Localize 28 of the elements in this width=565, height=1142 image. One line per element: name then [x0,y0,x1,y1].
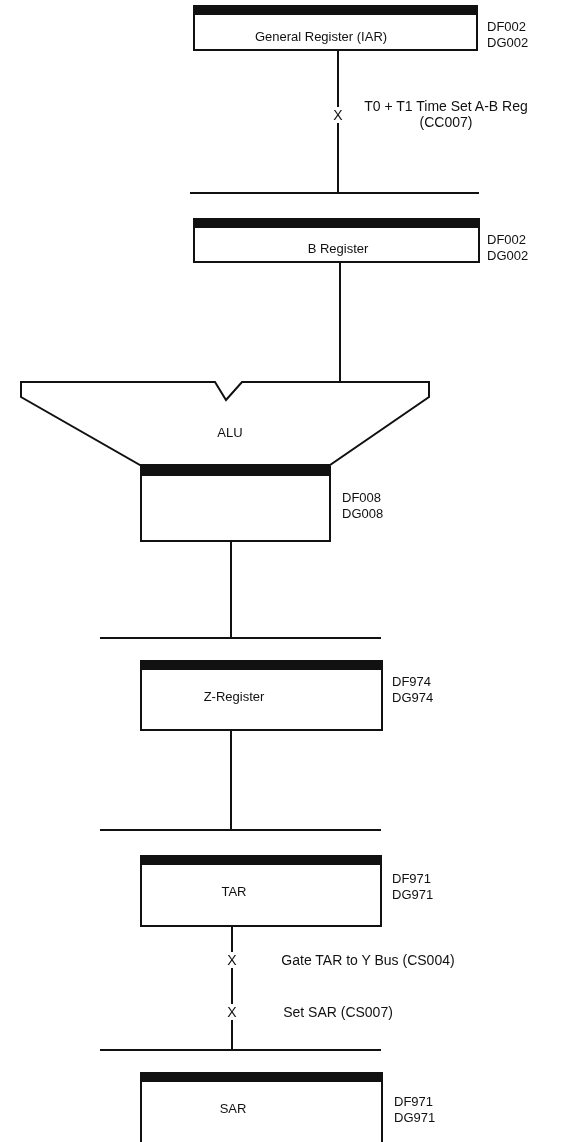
connector-line [337,122,339,193]
bus-line [100,829,381,831]
bus-line [100,637,381,639]
connector-line [230,730,232,830]
alu-shape [20,381,430,466]
connector-line [339,262,341,382]
page-reference: DF002 DG002 [487,19,530,51]
page-reference: DF002 DG002 [487,232,530,264]
connector-line [230,541,232,638]
connector-line [231,926,233,953]
connector-line [231,1019,233,1050]
signal-label: T0 + T1 Time Set A-B Reg (CC007) [363,98,529,130]
connector-line [337,50,339,108]
page-reference: DF008 DG008 [342,490,385,522]
page-reference: DF974 DG974 [392,674,435,706]
bus-line [190,192,479,194]
connector-line [231,967,233,1005]
signal-label: Set SAR (CS007) [282,1004,394,1020]
page-reference: DF971 DG971 [394,1094,437,1126]
page-reference: DF971 DG971 [392,871,435,903]
register-name: TAR [221,883,247,899]
register-name: SAR [219,1100,247,1116]
alu-label: ALU [217,424,243,440]
register-name: Z-Register [203,688,265,704]
signal-label: Gate TAR to Y Bus (CS004) [280,952,456,968]
register-name: B Register [307,240,369,256]
bus-line [100,1049,381,1051]
register-name: General Register (IAR) [254,28,388,44]
